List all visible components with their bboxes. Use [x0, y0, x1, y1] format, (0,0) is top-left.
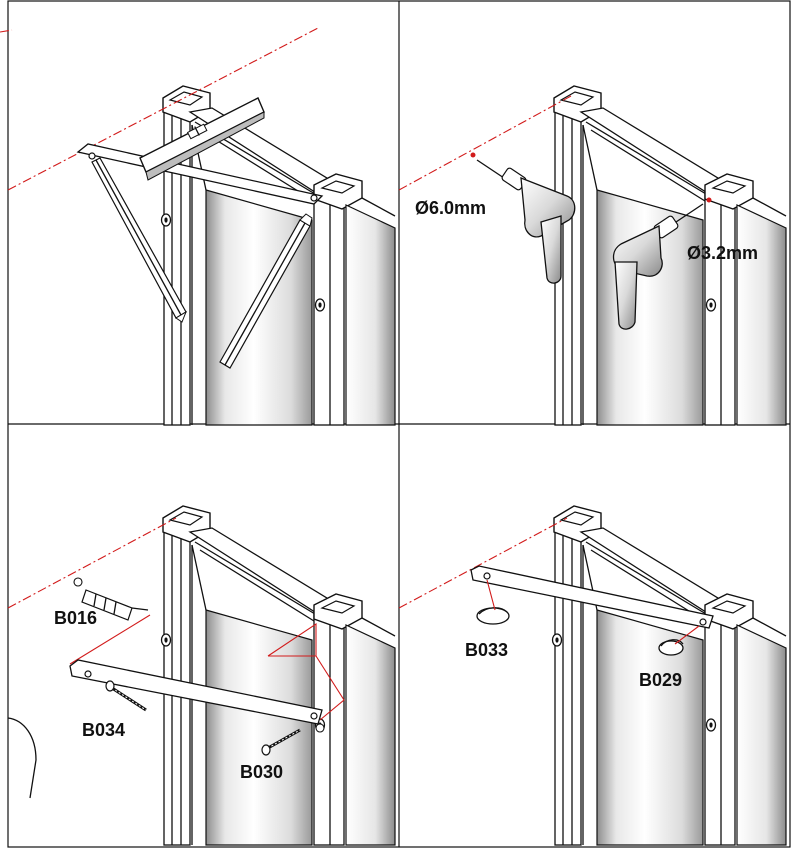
panel-drill: Ø6.0mm Ø3.2mm: [398, 85, 787, 426]
screw-icon: [261, 728, 301, 756]
level-line: [7, 517, 177, 609]
screw-icon: [105, 680, 147, 712]
panel-caps: B033 B029: [398, 505, 787, 846]
spirit-level-icon: [139, 97, 265, 181]
part-label-b033: B033: [465, 640, 508, 660]
drill-icon: [476, 159, 576, 284]
cover-cap-icon: [476, 607, 510, 625]
bracket-bar: [76, 143, 324, 205]
drill-size-label-6mm: Ø6.0mm: [415, 198, 486, 218]
level-line: [398, 95, 572, 191]
drill-icon: [612, 203, 704, 330]
level-line: [7, 27, 319, 191]
panel-fix-bracket: B016 B034 B030: [7, 505, 396, 846]
part-label-b030: B030: [240, 762, 283, 782]
bracket-bar: [69, 659, 323, 725]
pencil-icon: [91, 157, 188, 323]
part-label-b034: B034: [82, 720, 125, 740]
edge-detail: [7, 717, 37, 799]
cover-cap-icon: [658, 639, 684, 656]
drill-size-label-3mm: Ø3.2mm: [687, 243, 758, 263]
pencil-icon: [219, 213, 313, 369]
part-label-b016: B016: [54, 608, 97, 628]
bracket-bar: [470, 565, 714, 629]
part-label-b029: B029: [639, 670, 682, 690]
level-line: [398, 517, 568, 609]
panel-level-mark: [0, 27, 396, 426]
wall-plug-icon: [81, 589, 149, 621]
drill-point-mark: [706, 197, 712, 203]
drill-point-mark: [470, 152, 476, 158]
